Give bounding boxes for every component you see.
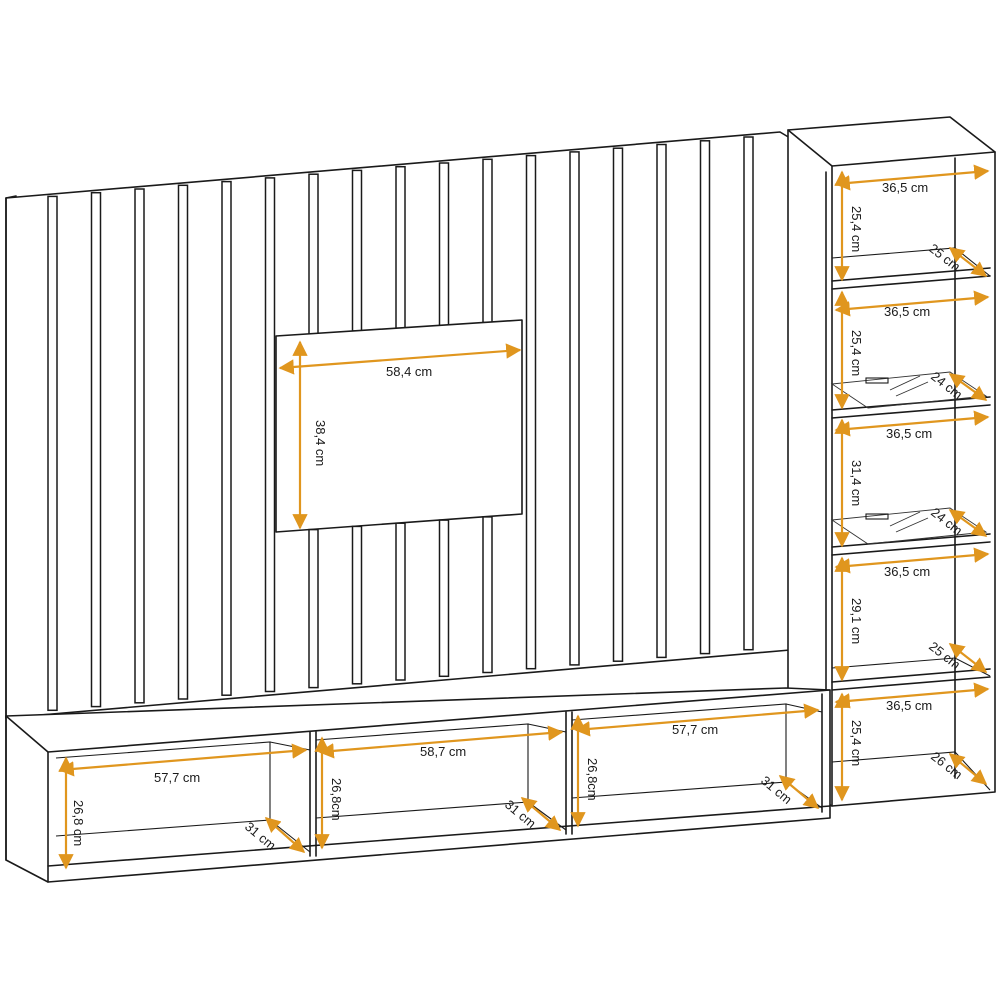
slat-lower xyxy=(482,516,493,674)
label-base-middle-width: 58,7 cm xyxy=(420,744,466,759)
dim-shelf4-depth xyxy=(948,643,988,673)
dim-shelf4-width xyxy=(834,547,990,574)
label-shelf5-width: 36,5 cm xyxy=(886,698,932,713)
dim-shelf3-width xyxy=(834,410,990,437)
label-shelf1-height: 25,4 cm xyxy=(849,206,864,252)
slat xyxy=(221,180,232,696)
slat-lower xyxy=(308,528,319,689)
label-base-left-height: 26,8 cm xyxy=(71,800,86,846)
slat-group xyxy=(47,136,754,712)
dim-shelf1-depth xyxy=(948,247,988,277)
slat-lower xyxy=(438,519,450,678)
slat xyxy=(656,143,667,659)
slat xyxy=(743,136,754,651)
label-base-right-width: 57,7 cm xyxy=(672,722,718,737)
label-shelf2-height: 25,4 cm xyxy=(849,330,864,376)
base-unit-outline xyxy=(5,687,831,883)
label-shelf1-width: 36,5 cm xyxy=(882,180,928,195)
slat xyxy=(699,140,711,655)
slat-upper xyxy=(395,165,406,329)
label-shelf2-width: 36,5 cm xyxy=(884,304,930,319)
dim-shelf2-width xyxy=(834,290,990,317)
slat-upper xyxy=(482,158,493,324)
label-tv-width: 58,4 cm xyxy=(386,364,432,379)
slat xyxy=(47,195,58,712)
slat-upper xyxy=(308,173,319,335)
dim-shelf5-depth xyxy=(948,753,988,785)
label-shelf3-height: 31,4 cm xyxy=(849,460,864,506)
dim-shelf2-depth xyxy=(948,373,988,401)
slat-group-lower xyxy=(308,516,493,689)
dim-base-left-width xyxy=(58,743,308,777)
base-unit xyxy=(5,687,831,883)
dim-tv-width xyxy=(278,343,522,375)
slat xyxy=(134,188,145,704)
slat-lower xyxy=(351,525,363,685)
dim-base-right-depth xyxy=(778,775,820,809)
dim-base-middle-width xyxy=(318,725,564,759)
slat xyxy=(569,151,580,666)
label-base-right-height: 26,8cm xyxy=(585,758,600,801)
slatted-back-panel xyxy=(5,131,791,719)
label-base-middle-height: 26,8cm xyxy=(329,778,344,821)
label-shelf3-width: 36,5 cm xyxy=(886,426,932,441)
dim-base-left-depth xyxy=(264,816,306,854)
slat xyxy=(525,154,537,670)
slat-lower xyxy=(395,522,406,681)
slat xyxy=(612,147,624,662)
dim-base-middle-depth xyxy=(520,797,562,831)
dim-shelf3-depth xyxy=(948,509,988,537)
slat-upper xyxy=(351,169,363,332)
slat xyxy=(90,191,102,708)
dim-base-right-width xyxy=(574,703,820,737)
dimension-lines xyxy=(58,164,990,870)
slat-upper xyxy=(438,162,450,327)
slat xyxy=(264,177,276,693)
dim-shelf1-width xyxy=(834,164,990,191)
label-shelf4-width: 36,5 cm xyxy=(884,564,930,579)
label-shelf5-height: 25,4 cm xyxy=(849,720,864,766)
dim-shelf5-width xyxy=(834,682,990,709)
label-tv-height: 38,4 cm xyxy=(313,420,328,466)
label-base-left-width: 57,7 cm xyxy=(154,770,200,785)
slat xyxy=(177,184,189,700)
label-shelf4-height: 29,1 cm xyxy=(849,598,864,644)
